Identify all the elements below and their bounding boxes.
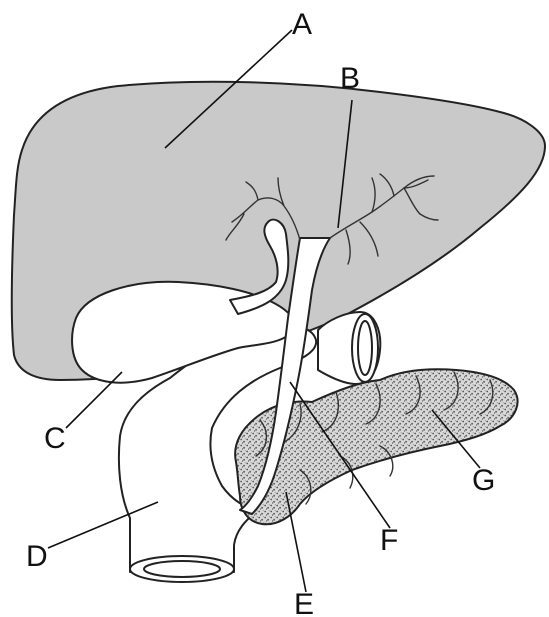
label-c: C bbox=[44, 422, 66, 455]
tube-lumen bbox=[358, 321, 372, 375]
label-b: B bbox=[340, 62, 360, 95]
label-a: A bbox=[292, 8, 312, 41]
label-g: G bbox=[472, 464, 495, 497]
label-f: F bbox=[380, 524, 398, 557]
label-d: D bbox=[26, 540, 48, 573]
duodenum-lumen bbox=[144, 561, 220, 577]
label-e: E bbox=[294, 588, 314, 617]
